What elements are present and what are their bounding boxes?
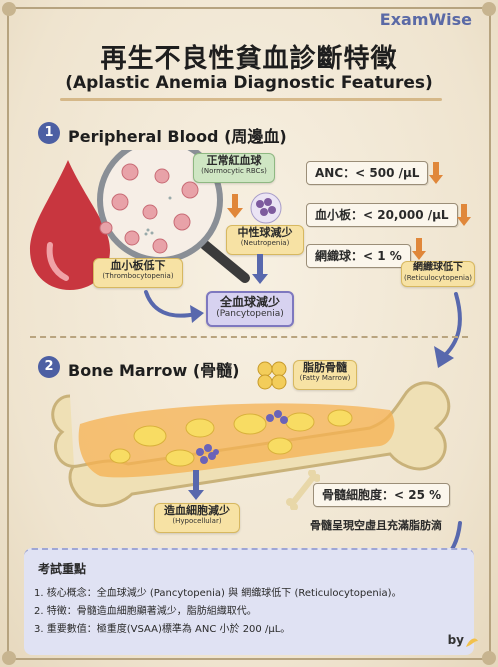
small-bone-icon (286, 470, 320, 510)
down-arrow-icon (188, 470, 204, 500)
page-title: 再生不良性貧血診斷特徵 (100, 44, 398, 74)
page-frame (7, 7, 491, 660)
corner-ornament (482, 2, 496, 16)
corner-ornament (482, 651, 496, 665)
cellularity-value: 骨髓細胞度：< 25 % (313, 483, 451, 507)
down-arrow-icon (412, 238, 426, 260)
thrombocytopenia-tag: 血小板低下 (Thrombocytopenia) (93, 258, 183, 288)
exam-note-line: 3. 重要數值：極重度(VSAA)標準為 ANC 小於 200 /µL。 (34, 624, 291, 635)
fat-cells-icon (257, 361, 287, 390)
section-heading: Bone Marrow (骨髓) (68, 361, 240, 380)
reticulocytopenia-tag: 網織球低下 (Reticulocytopenia) (401, 261, 475, 287)
section-divider (30, 336, 468, 338)
down-arrow-icon (252, 254, 268, 284)
hypocellular-tag: 造血細胞減少 (Hypocellular) (154, 503, 240, 533)
curved-arrow-icon (434, 292, 462, 368)
down-arrow-icon (457, 204, 471, 226)
blood-illustration (30, 150, 250, 290)
neutrophil-illustration (227, 192, 282, 224)
neutropenia-tag: 中性球減少 (Neutropenia) (226, 225, 304, 255)
down-arrow-icon (227, 194, 243, 218)
brand-logo: ExamWise (379, 10, 472, 29)
exam-notes-box: 考試重點 1. 核心概念：全血球減少 (Pancytopenia) 與 網織球低… (24, 548, 474, 655)
normocytic-rbc-tag: 正常紅血球 (Normocytic RBCs) (193, 153, 275, 183)
down-arrow-icon (429, 162, 443, 184)
pancytopenia-tag: 全血球減少 (Pancytopenia) (206, 291, 294, 327)
anc-value: ANC：< 500 /µL (306, 161, 429, 185)
exam-notes-title: 考試重點 (38, 562, 87, 576)
platelet-value: 血小板：< 20,000 /µL (306, 203, 458, 227)
section-number-badge: 2 (38, 356, 60, 378)
bird-logo-icon (466, 638, 478, 647)
corner-ornament (2, 651, 16, 665)
reticulocyte-value: 網織球：< 1 % (306, 244, 411, 268)
corner-ornament (2, 2, 16, 16)
exam-note-line: 2. 特徵：骨髓造血細胞顯著減少，脂肪組織取代。 (34, 606, 257, 617)
magnifier-handle (200, 240, 250, 283)
fatty-marrow-tag: 脂肪骨髓 (Fatty Marrow) (293, 360, 357, 390)
cellularity-note: 骨髓呈現空虛且充滿脂肪滴 (310, 519, 442, 532)
signature-text: by (447, 633, 464, 647)
curved-arrow-icon (144, 290, 204, 323)
page-subtitle: (Aplastic Anemia Diagnostic Features) (65, 73, 433, 93)
section-number-badge: 1 (38, 122, 60, 144)
section-heading: Peripheral Blood (周邊血) (68, 127, 287, 146)
title-underline (60, 98, 442, 101)
bone-illustration (51, 381, 451, 508)
exam-note-line: 1. 核心概念：全血球減少 (Pancytopenia) 與 網織球低下 (Re… (34, 588, 402, 599)
